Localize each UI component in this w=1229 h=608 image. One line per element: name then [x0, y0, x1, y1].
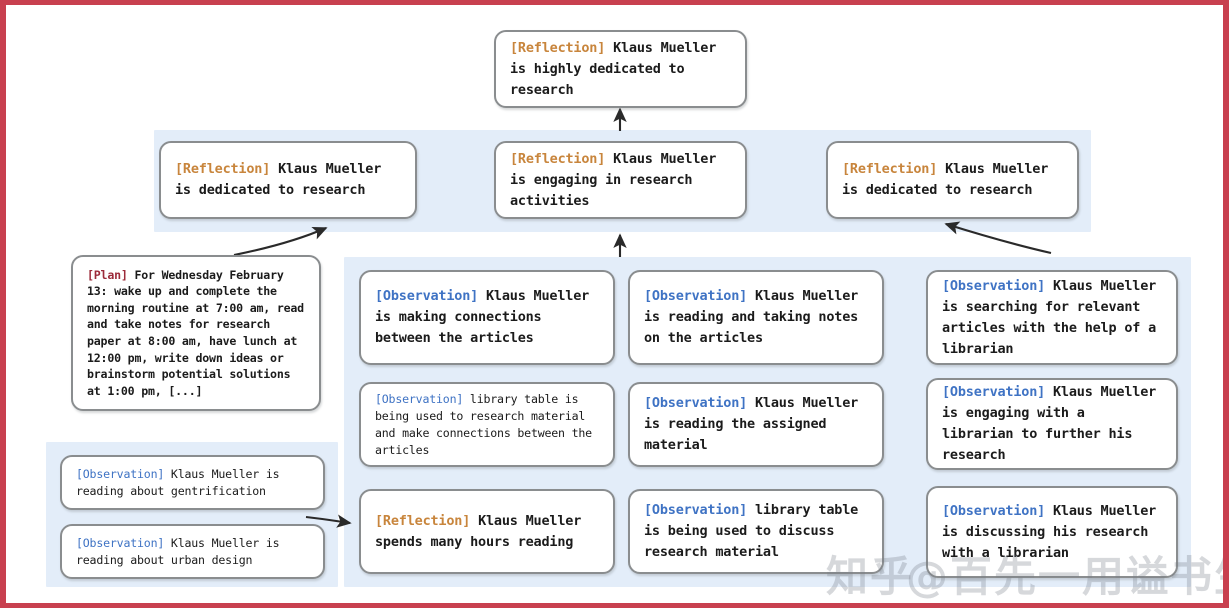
node-body: Klaus Mueller is reading about gentrific… — [76, 466, 287, 498]
node-observation-searching-articles[interactable]: [Observation] Klaus Mueller is searching… — [926, 270, 1178, 365]
node-body: Klaus Mueller is reading the assigned ma… — [644, 395, 866, 453]
node-observation-discussing-research[interactable]: [Observation] Klaus Mueller is discussin… — [926, 486, 1178, 578]
node-root-reflection[interactable]: [Reflection] Klaus Mueller is highly ded… — [494, 30, 747, 108]
node-text: [Observation] library table is being use… — [361, 391, 613, 459]
tag-observation: [Observation] — [644, 288, 748, 304]
node-text: [Plan] For Wednesday February 13: wake u… — [73, 267, 319, 400]
node-body: Klaus Mueller is dedicated to research — [175, 161, 390, 198]
node-text: [Observation] Klaus Mueller is reading a… — [630, 286, 882, 349]
node-reflection-right[interactable]: [Reflection] Klaus Mueller is dedicated … — [826, 141, 1079, 219]
node-text: [Reflection] Klaus Mueller spends many h… — [361, 511, 613, 553]
tag-observation: [Observation] — [76, 466, 165, 481]
node-text: [Reflection] Klaus Mueller is dedicated … — [161, 159, 415, 201]
node-body: Klaus Mueller is making connections betw… — [375, 288, 597, 346]
node-observation-assigned-material[interactable]: [Observation] Klaus Mueller is reading t… — [628, 382, 884, 467]
node-body: library table is being used to discuss r… — [644, 502, 866, 560]
arrow-plan-to-left-reflection — [233, 227, 328, 257]
node-text: [Observation] Klaus Mueller is searching… — [928, 276, 1176, 360]
node-observation-urban-design[interactable]: [Observation] Klaus Mueller is reading a… — [60, 524, 325, 579]
tag-plan: [Plan] — [87, 267, 128, 282]
tag-reflection: [Reflection] — [175, 161, 271, 177]
tag-reflection: [Reflection] — [375, 512, 471, 529]
node-body: Klaus Mueller is highly dedicated to res… — [510, 39, 725, 98]
node-reflection-left[interactable]: [Reflection] Klaus Mueller is dedicated … — [159, 141, 417, 219]
tag-observation: [Observation] — [942, 384, 1046, 400]
node-body: Klaus Mueller spends many hours reading — [375, 512, 590, 550]
node-text: [Reflection] Klaus Mueller is dedicated … — [828, 159, 1077, 201]
node-plan[interactable]: [Plan] For Wednesday February 13: wake u… — [71, 255, 321, 411]
node-text: [Observation] Klaus Mueller is reading a… — [62, 466, 323, 500]
node-reflection-hours-reading[interactable]: [Reflection] Klaus Mueller spends many h… — [359, 489, 615, 574]
node-observation-engaging-librarian[interactable]: [Observation] Klaus Mueller is engaging … — [926, 378, 1178, 470]
tag-observation: [Observation] — [644, 395, 748, 411]
node-text: [Observation] Klaus Mueller is reading a… — [62, 535, 323, 569]
node-body: Klaus Mueller is reading about urban des… — [76, 535, 287, 567]
node-text: [Reflection] Klaus Mueller is highly ded… — [496, 38, 745, 101]
node-text: [Observation] Klaus Mueller is making co… — [361, 286, 613, 349]
node-observation-library-table-discuss[interactable]: [Observation] library table is being use… — [628, 489, 884, 574]
tag-observation: [Observation] — [942, 502, 1046, 519]
node-body: Klaus Mueller is engaging with a librari… — [942, 384, 1164, 463]
node-reflection-mid[interactable]: [Reflection] Klaus Mueller is engaging i… — [494, 141, 747, 219]
node-observation-gentrification[interactable]: [Observation] Klaus Mueller is reading a… — [60, 455, 325, 510]
node-observation-making-connections[interactable]: [Observation] Klaus Mueller is making co… — [359, 270, 615, 365]
node-text: [Observation] Klaus Mueller is engaging … — [928, 382, 1176, 466]
tag-observation: [Observation] — [375, 288, 479, 304]
node-body: Klaus Mueller is dedicated to research — [842, 161, 1057, 198]
node-body: Klaus Mueller is engaging in research ac… — [510, 150, 725, 209]
tag-observation: [Observation] — [375, 391, 464, 406]
node-body: For Wednesday February 13: wake up and c… — [87, 267, 311, 398]
node-body: Klaus Mueller is searching for relevant … — [942, 277, 1164, 357]
node-body: Klaus Mueller is discussing his research… — [942, 502, 1164, 561]
tag-observation: [Observation] — [644, 502, 748, 518]
tag-observation: [Observation] — [942, 277, 1046, 294]
node-text: [Observation] Klaus Mueller is discussin… — [928, 501, 1176, 564]
node-body: Klaus Mueller is reading and taking note… — [644, 288, 866, 346]
node-observation-library-table-connections[interactable]: [Observation] library table is being use… — [359, 382, 615, 467]
node-observation-reading-taking-notes[interactable]: [Observation] Klaus Mueller is reading a… — [628, 270, 884, 365]
node-text: [Observation] library table is being use… — [630, 500, 882, 563]
node-body: library table is being used to research … — [375, 391, 599, 457]
tag-reflection: [Reflection] — [510, 150, 606, 167]
tag-observation: [Observation] — [76, 535, 165, 550]
tag-reflection: [Reflection] — [510, 39, 606, 56]
node-text: [Observation] Klaus Mueller is reading t… — [630, 393, 882, 456]
node-text: [Reflection] Klaus Mueller is engaging i… — [496, 149, 745, 212]
tag-reflection: [Reflection] — [842, 161, 938, 177]
